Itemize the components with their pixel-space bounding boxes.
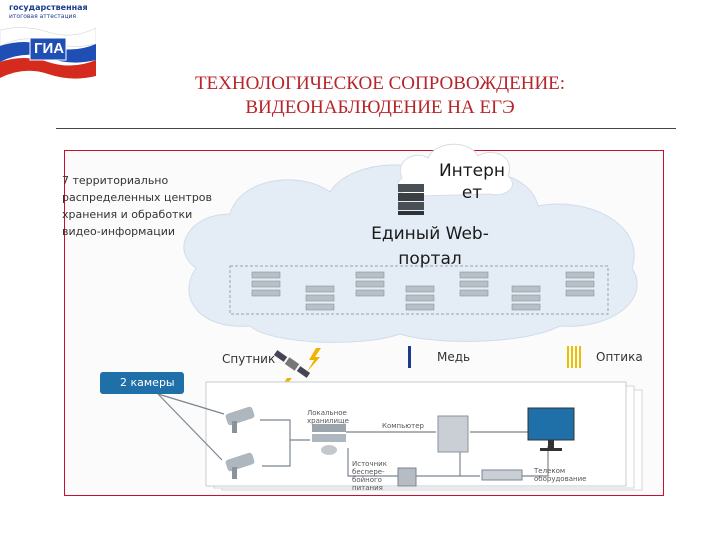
territorial-centers-label: 7 территориально распределенных центров … [62, 174, 213, 238]
title-line2: ВИДЕОНАБЛЮДЕНИЕ НА ЕГЭ [245, 97, 515, 118]
monitor-icon [527, 407, 575, 451]
optics-label: Оптика [596, 350, 643, 364]
flag-icon [0, 27, 96, 79]
page-title: ТЕХНОЛОГИЧЕСКОЕ СОПРОВОЖДЕНИЕ: ВИДЕОНАБЛ… [80, 72, 680, 120]
gia-logo: государственная итоговая аттестация ГИА [0, 0, 96, 80]
satellite-label: Спутник [222, 352, 276, 366]
server-stack-icon [398, 184, 424, 215]
computer-icon [437, 415, 469, 453]
internet-label: Интерн ет [438, 161, 506, 203]
local-storage-label: Локальное хранилище [307, 409, 349, 425]
cameras-badge: 2 камеры [100, 372, 184, 394]
web-portal-label: Единый Web-портал [371, 224, 489, 269]
server-zone [229, 265, 609, 315]
computer-label: Компьютер [382, 422, 424, 430]
copper-label: Медь [437, 350, 471, 364]
storage-icon [312, 424, 346, 455]
camera-icon-1 [225, 406, 255, 433]
copper-line-icon [408, 346, 411, 368]
logo-emblem: ГИА [33, 40, 65, 57]
ups-icon [397, 467, 417, 487]
logo-line2: итоговая аттестация [9, 13, 77, 20]
title-line1: ТЕХНОЛОГИЧЕСКОЕ СОПРОВОЖДЕНИЕ: [194, 73, 566, 94]
ups-label: Источник беспере-бойного питания [352, 460, 387, 492]
camera-icon-2 [225, 452, 255, 479]
server-racks [251, 271, 595, 311]
connection-lines [157, 393, 549, 477]
logo-line1: государственная [9, 3, 88, 12]
title-divider [56, 128, 676, 129]
optics-lines-icon [567, 346, 581, 368]
satellite-icon [273, 350, 311, 378]
telecom-icon [481, 469, 523, 481]
telecom-label: Телеком оборудование [534, 467, 587, 483]
